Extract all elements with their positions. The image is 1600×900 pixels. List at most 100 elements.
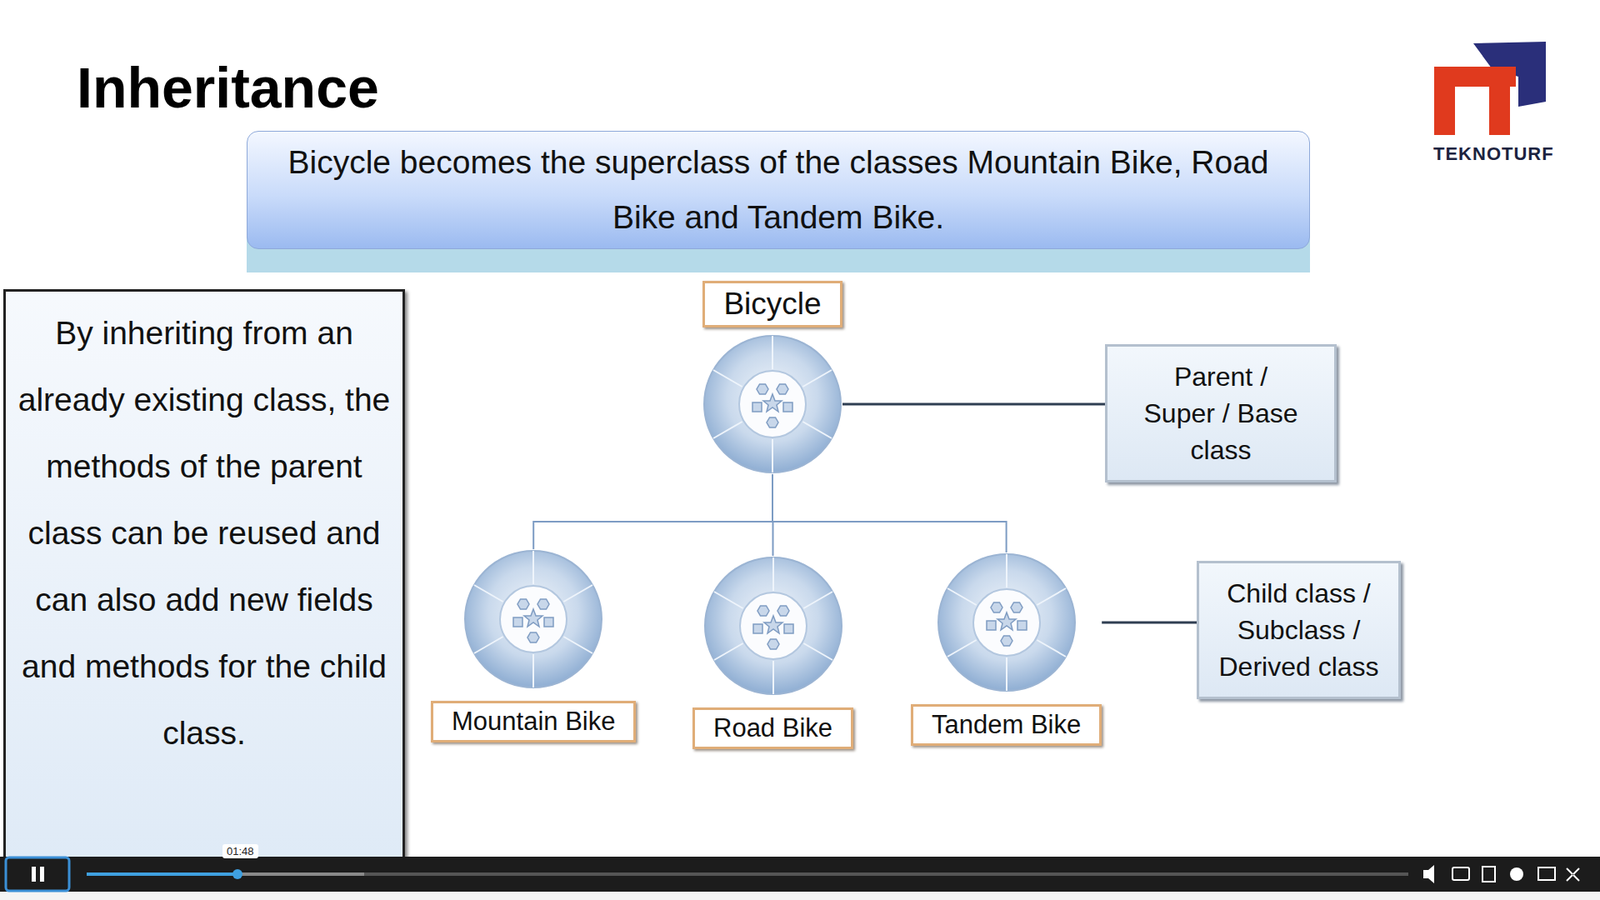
icon-hexagon xyxy=(757,605,770,616)
progress-knob xyxy=(232,869,243,880)
circle-segment xyxy=(713,370,743,387)
icon-hexagon xyxy=(1010,602,1023,613)
inheritance-line xyxy=(842,403,1105,406)
subclass-node: Tandem Bike xyxy=(910,552,1102,746)
settings-icon xyxy=(1510,867,1524,881)
heading-banner: Bicycle becomes the superclass of the cl… xyxy=(246,130,1310,250)
subclass-node: Road Bike xyxy=(692,555,854,750)
role-box: Parent / Super / Base class xyxy=(1105,344,1337,483)
icon-square xyxy=(986,620,996,630)
circle-segment xyxy=(802,370,832,387)
icon-square xyxy=(544,617,554,627)
icon-hexagon xyxy=(537,599,550,610)
icon-hexagon xyxy=(1000,635,1013,646)
fullscreen-icon xyxy=(1566,868,1580,881)
cc-icon xyxy=(1452,867,1470,880)
icon-square xyxy=(513,617,523,627)
class-label: Mountain Bike xyxy=(430,700,636,743)
icon-square xyxy=(1017,620,1027,630)
circle-segment xyxy=(1005,554,1008,588)
superclass-node: Bicycle xyxy=(702,280,843,475)
pip-icon xyxy=(1538,867,1555,880)
circle-inner xyxy=(973,589,1040,656)
icon-hexagon xyxy=(766,417,779,428)
class-circle-icon xyxy=(463,549,604,690)
circle-segment xyxy=(1036,588,1066,605)
circle-segment xyxy=(532,654,535,688)
circle-segment xyxy=(802,421,832,439)
circle-segment xyxy=(772,660,775,695)
class-circle-icon xyxy=(703,555,844,696)
box-text: Child class / Subclass / Derived class xyxy=(1215,575,1382,685)
logo-text: TEKNOTURF xyxy=(1433,143,1555,165)
circle-segment xyxy=(714,643,744,660)
circle-inner xyxy=(500,585,567,653)
class-label: Bicycle xyxy=(702,280,842,328)
pause-icon xyxy=(40,866,45,882)
icon-hexagon xyxy=(517,599,530,610)
circle-segment xyxy=(947,588,977,605)
circle-segment xyxy=(772,557,775,591)
slide-title: Inheritance xyxy=(76,55,380,120)
circle-segment xyxy=(771,439,774,473)
logo-mark xyxy=(1434,41,1546,135)
icon-hexagon xyxy=(756,384,769,395)
icon-hexagon xyxy=(527,632,540,643)
progress-buffer xyxy=(86,872,365,876)
circle-segment xyxy=(771,335,774,370)
circle-segment xyxy=(532,550,535,585)
class-label: Road Bike xyxy=(692,707,854,750)
controls-ground xyxy=(0,890,1600,900)
subclass-node: Mountain Bike xyxy=(430,549,636,743)
circle-outer xyxy=(465,550,602,688)
icon-square xyxy=(752,402,762,412)
icon-star xyxy=(763,394,782,412)
volume-icon xyxy=(1423,865,1435,884)
circle-inner xyxy=(739,370,806,438)
icon-square xyxy=(784,624,794,634)
pause-button xyxy=(5,857,70,891)
box-text: Bicycle becomes the superclass of the cl… xyxy=(280,135,1276,245)
icon-hexagon xyxy=(776,384,789,395)
circle-segment xyxy=(947,640,977,657)
role-box: Child class / Subclass / Derived class xyxy=(1196,560,1401,700)
circle-segment xyxy=(713,421,743,439)
progress-played xyxy=(86,872,238,876)
icon-hexagon xyxy=(990,602,1003,613)
icon-hexagon xyxy=(767,639,780,650)
icon-square xyxy=(753,624,763,634)
inheritance-line xyxy=(1101,621,1197,625)
circle-segment xyxy=(1005,657,1008,691)
circle-segment xyxy=(474,636,504,654)
icon-star xyxy=(524,609,543,627)
circle-segment xyxy=(1036,640,1066,657)
controls-bar xyxy=(0,856,1600,892)
time-tooltip: 01:48 xyxy=(222,844,259,859)
class-circle-icon xyxy=(702,334,843,475)
circle-outer xyxy=(704,335,841,473)
icon-star xyxy=(997,612,1016,630)
logo-red-stem xyxy=(1489,86,1510,135)
circle-segment xyxy=(803,591,833,609)
control-icons xyxy=(1423,865,1580,884)
progress-track xyxy=(86,872,1409,876)
box-text: Parent / Super / Base class xyxy=(1140,358,1301,469)
inheritance-line xyxy=(533,474,773,550)
note-panel: By inheriting from an already existing c… xyxy=(3,289,405,900)
transcript-icon xyxy=(1482,866,1495,882)
inheritance-line xyxy=(772,474,1007,553)
circle-segment xyxy=(803,643,833,660)
icon-star xyxy=(764,615,783,634)
class-circle-icon xyxy=(936,552,1077,693)
circle-outer xyxy=(705,557,842,695)
circle-segment xyxy=(474,585,504,602)
circle-segment xyxy=(714,591,744,609)
circle-segment xyxy=(564,636,594,654)
logo-red-bar xyxy=(1434,66,1516,87)
circle-segment xyxy=(564,585,594,602)
icon-hexagon xyxy=(777,605,790,616)
box-text: By inheriting from an already existing c… xyxy=(15,300,393,767)
class-label: Tandem Bike xyxy=(910,704,1102,746)
pause-icon xyxy=(31,866,36,882)
circle-outer xyxy=(938,554,1075,691)
